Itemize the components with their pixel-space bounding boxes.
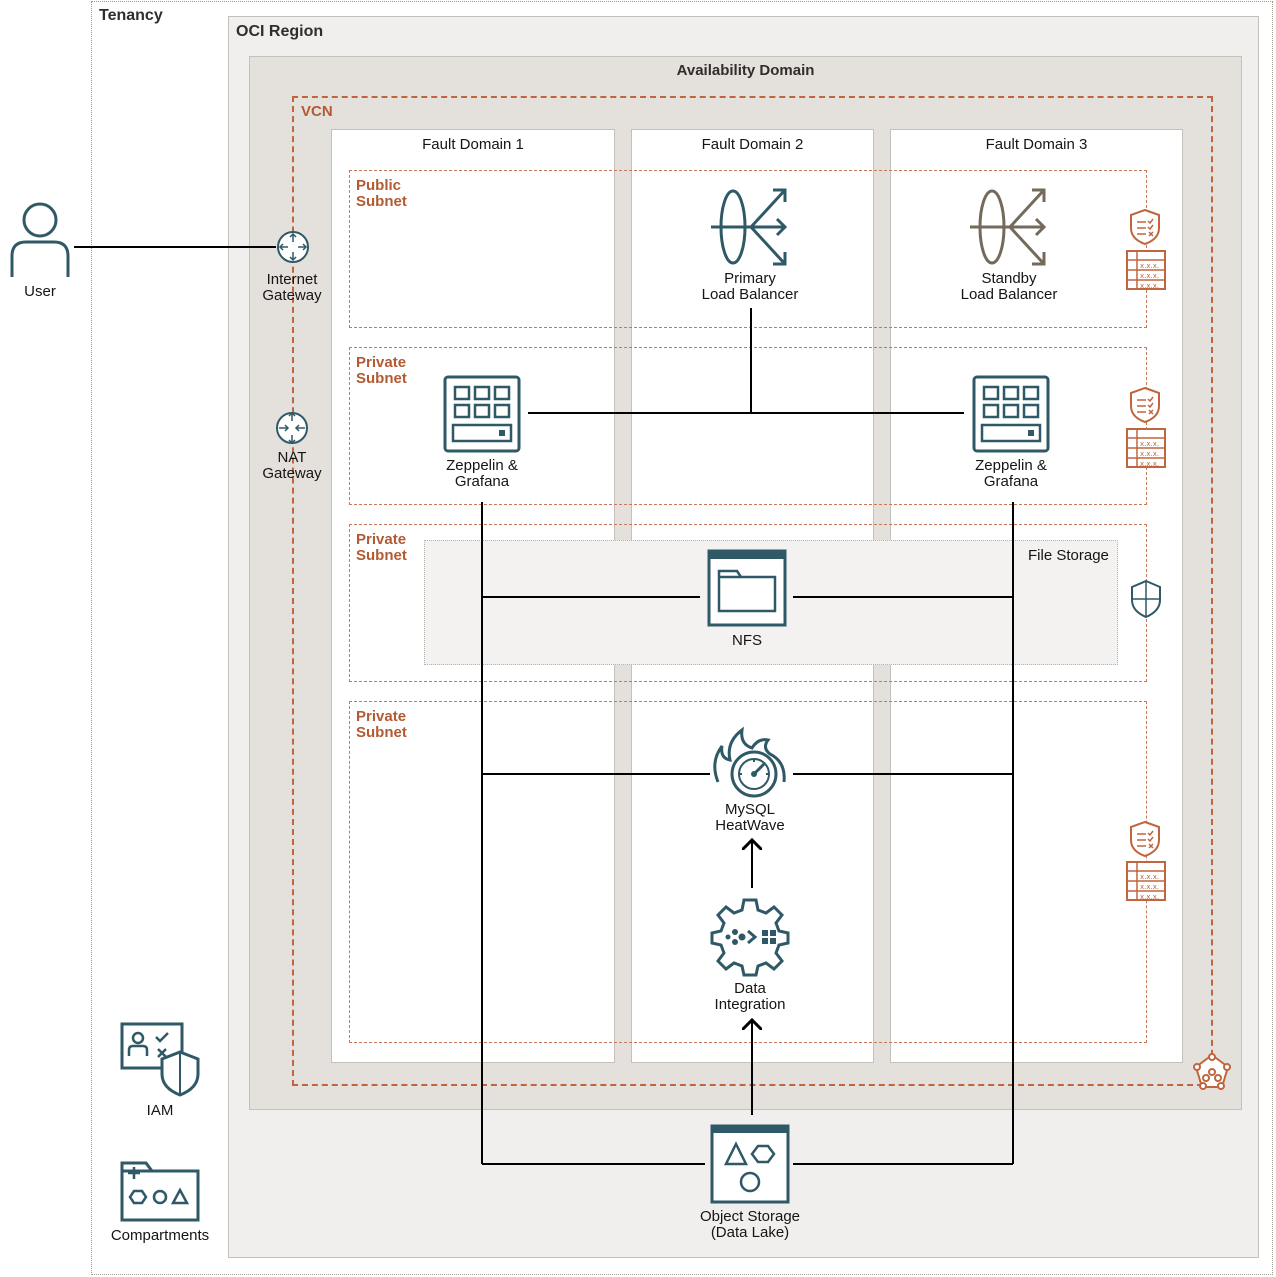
private-subnet-storage-label: Private Subnet <box>356 532 407 564</box>
standby-load-balancer-icon <box>968 186 1050 273</box>
subnet-label-line: Private <box>356 708 407 725</box>
primary-load-balancer-label: Primary Load Balancer <box>670 271 830 303</box>
label-line: Load Balancer <box>701 286 799 303</box>
fault-domain-2-title: Fault Domain 2 <box>701 136 804 153</box>
private-subnet-db-label: Private Subnet <box>356 709 407 741</box>
internet-gateway-label: Internet Gateway <box>252 272 332 304</box>
label-line: Data <box>734 980 766 997</box>
public-subnet-label: Public Subnet <box>356 178 407 210</box>
subnet-label-line: Public <box>356 177 402 194</box>
security-list-icon <box>1128 208 1162 251</box>
mysql-heatwave-icon <box>708 724 790 805</box>
fault-domain-1-title: Fault Domain 1 <box>422 136 524 153</box>
object-storage-label: Object Storage (Data Lake) <box>670 1209 830 1241</box>
private-subnet-app <box>349 347 1147 505</box>
svg-text:x.x.x.: x.x.x. <box>1140 450 1159 458</box>
subnet-label-line: Subnet <box>356 370 407 387</box>
iam-label: IAM <box>146 1102 174 1119</box>
user-icon <box>8 200 72 283</box>
subnet-label-line: Subnet <box>356 547 407 564</box>
svg-text:x.x.x.: x.x.x. <box>1140 272 1159 280</box>
vcn-icon <box>1192 1052 1232 1097</box>
label-line: (Data Lake) <box>710 1224 790 1241</box>
label-line: Zeppelin & <box>446 457 518 474</box>
subnet-label-line: Private <box>356 531 407 548</box>
label-line: Standby <box>981 270 1037 287</box>
svg-text:x.x.x.: x.x.x. <box>1140 440 1159 448</box>
region-label: OCI Region <box>236 23 324 40</box>
route-table-icon: x.x.x. x.x.x. x.x.x. <box>1126 428 1166 473</box>
label-line: Zeppelin & <box>975 457 1047 474</box>
label-line: HeatWave <box>715 817 785 834</box>
file-storage-label: File Storage <box>1028 547 1109 564</box>
data-integration-icon <box>710 897 790 982</box>
security-list-icon <box>1128 386 1162 429</box>
standby-load-balancer-label: Standby Load Balancer <box>929 271 1089 303</box>
label-line: Object Storage <box>699 1208 801 1225</box>
route-table-icon: x.x.x. x.x.x. x.x.x. <box>1126 861 1166 906</box>
zeppelin-grafana-2-label: Zeppelin & Grafana <box>931 458 1091 490</box>
public-subnet <box>349 170 1147 328</box>
user-label: User <box>24 283 56 300</box>
compartments-label: Compartments <box>110 1227 210 1244</box>
object-storage-icon <box>710 1124 790 1209</box>
subnet-label-line: Subnet <box>356 193 407 210</box>
nfs-label: NFS <box>732 632 762 649</box>
label-line: Grafana <box>454 473 510 490</box>
label-line: Gateway <box>262 465 322 482</box>
fault-domain-3-title: Fault Domain 3 <box>985 136 1088 153</box>
tenancy-label: Tenancy <box>99 7 163 24</box>
label-line: Primary <box>724 270 776 287</box>
subnet-label-line: Private <box>356 354 407 371</box>
availability-domain-label: Availability Domain <box>676 62 815 79</box>
shield-icon <box>1129 579 1163 624</box>
svg-text:x.x.x.: x.x.x. <box>1140 873 1159 881</box>
security-list-icon <box>1128 820 1162 863</box>
svg-text:x.x.x.: x.x.x. <box>1140 262 1159 270</box>
vcn-label: VCN <box>301 103 333 120</box>
mysql-heatwave-label: MySQL HeatWave <box>670 802 830 834</box>
zeppelin-grafana-2-icon <box>972 375 1050 458</box>
data-integration-label: Data Integration <box>670 981 830 1013</box>
compartments-icon <box>120 1159 200 1228</box>
svg-text:x.x.x.: x.x.x. <box>1140 893 1159 901</box>
svg-text:x.x.x.: x.x.x. <box>1140 460 1159 468</box>
nfs-icon <box>707 549 787 632</box>
label-line: Grafana <box>983 473 1039 490</box>
private-subnet-app-label: Private Subnet <box>356 355 407 387</box>
label-line: Integration <box>714 996 786 1013</box>
iam-icon <box>120 1022 200 1103</box>
route-table-icon: x.x.x. x.x.x. x.x.x. <box>1126 250 1166 295</box>
zeppelin-grafana-1-icon <box>443 375 521 458</box>
zeppelin-grafana-1-label: Zeppelin & Grafana <box>402 458 562 490</box>
label-line: MySQL <box>724 801 775 818</box>
label-line: NAT <box>277 449 307 466</box>
tenancy-container <box>91 1 1273 1275</box>
nat-gateway-icon <box>275 410 309 451</box>
label-line: Load Balancer <box>960 286 1058 303</box>
subnet-label-line: Subnet <box>356 724 407 741</box>
nat-gateway-label: NAT Gateway <box>252 450 332 482</box>
label-line: Gateway <box>262 287 322 304</box>
label-line: Internet <box>266 271 318 288</box>
svg-text:x.x.x.: x.x.x. <box>1140 282 1159 290</box>
primary-load-balancer-icon <box>709 186 791 273</box>
svg-text:x.x.x.: x.x.x. <box>1140 883 1159 891</box>
internet-gateway-icon <box>276 230 310 269</box>
